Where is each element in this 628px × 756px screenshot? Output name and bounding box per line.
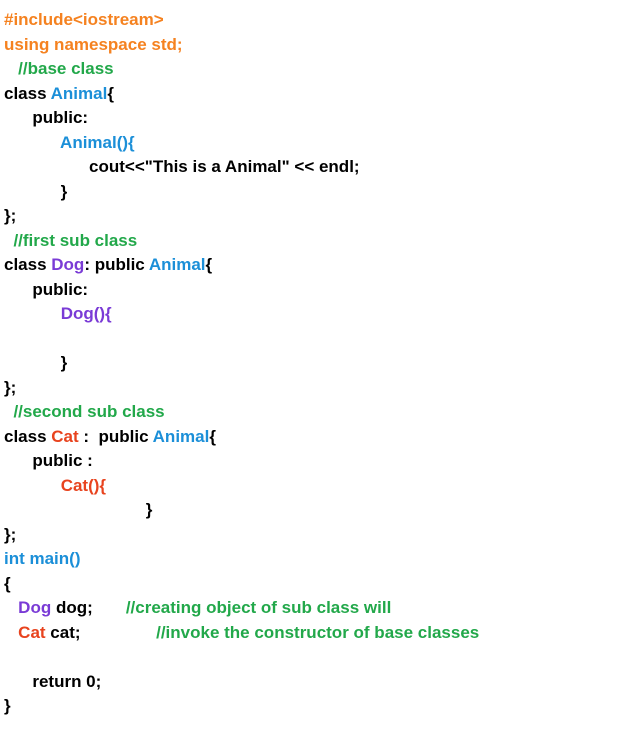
code-line: Dog(){ [4, 302, 112, 326]
code-line: } [4, 351, 68, 375]
code-token: Cat [18, 622, 46, 642]
code-token: //first sub class [4, 230, 138, 250]
code-token [4, 304, 61, 323]
code-line: //first sub class [4, 229, 137, 253]
code-token: Cat [51, 426, 79, 446]
code-token: int main() [4, 549, 81, 568]
code-line: }; [4, 376, 16, 400]
code-line: class Cat : public Animal{ [4, 425, 216, 449]
code-token: //invoke the constructor of base classes [156, 622, 480, 642]
code-token: using namespace std; [4, 34, 183, 54]
code-token: Animal [148, 255, 206, 274]
code-token: }; [4, 206, 17, 225]
code-token: return 0; [4, 671, 102, 691]
code-token: //second sub class [4, 402, 165, 421]
code-token [4, 623, 18, 642]
code-token: public: [4, 108, 89, 127]
code-token: }; [4, 377, 17, 397]
code-token [4, 598, 18, 617]
code-token: //base class [4, 59, 114, 78]
code-token: public: [4, 279, 89, 299]
code-token: class [4, 255, 52, 274]
code-line: using namespace std; [4, 33, 183, 57]
code-line: class Dog: public Animal{ [4, 253, 212, 277]
code-line: //base class [4, 57, 114, 81]
code-token: } [4, 500, 153, 519]
code-token: Animal [152, 426, 210, 446]
code-token: { [107, 83, 114, 103]
code-token: { [209, 426, 216, 446]
code-token: : public [78, 426, 153, 446]
code-token: } [4, 181, 68, 201]
code-line: Animal(){ [4, 131, 135, 155]
code-token [4, 476, 61, 495]
code-token: Dog [18, 598, 52, 617]
code-line: }; [4, 523, 16, 547]
code-token: class [4, 83, 51, 103]
code-token: { [205, 255, 213, 274]
code-line: cout<<"This is a Animal" << endl; [4, 155, 360, 179]
code-token: { [4, 573, 11, 593]
code-line: #include<iostream> [4, 8, 164, 32]
code-line: //second sub class [4, 400, 165, 424]
code-token [4, 133, 60, 152]
code-token: dog; [51, 598, 126, 617]
code-token: } [4, 353, 68, 372]
code-token: public : [4, 451, 93, 470]
code-line: int main() [4, 547, 81, 571]
code-line: Dog dog; //creating object of sub class … [4, 596, 391, 620]
code-token: cat; [45, 622, 157, 642]
code-line: } [4, 694, 11, 718]
code-line: }; [4, 204, 16, 228]
code-line: Cat(){ [4, 474, 106, 498]
code-token: #include<iostream> [4, 10, 164, 29]
code-line: public: [4, 106, 88, 130]
code-token: : public [84, 255, 149, 274]
code-line: { [4, 572, 11, 596]
code-line: } [4, 498, 153, 522]
code-line: return 0; [4, 670, 101, 694]
code-token: Animal(){ [60, 132, 135, 152]
code-line: } [4, 180, 68, 204]
code-token: }; [4, 524, 17, 544]
code-line: Cat cat; //invoke the constructor of bas… [4, 621, 479, 645]
code-line: class Animal{ [4, 82, 114, 106]
code-token: Cat(){ [60, 475, 107, 495]
code-token: Dog [51, 255, 85, 274]
code-line: public: [4, 278, 88, 302]
code-token: } [4, 696, 11, 715]
code-line: public : [4, 449, 93, 473]
code-token: //creating object of sub class will [125, 598, 392, 617]
code-token: Animal [50, 83, 108, 103]
code-token: cout<<"This is a Animal" << endl; [4, 157, 360, 176]
code-token: class [4, 426, 52, 446]
code-token: Dog(){ [60, 304, 112, 323]
